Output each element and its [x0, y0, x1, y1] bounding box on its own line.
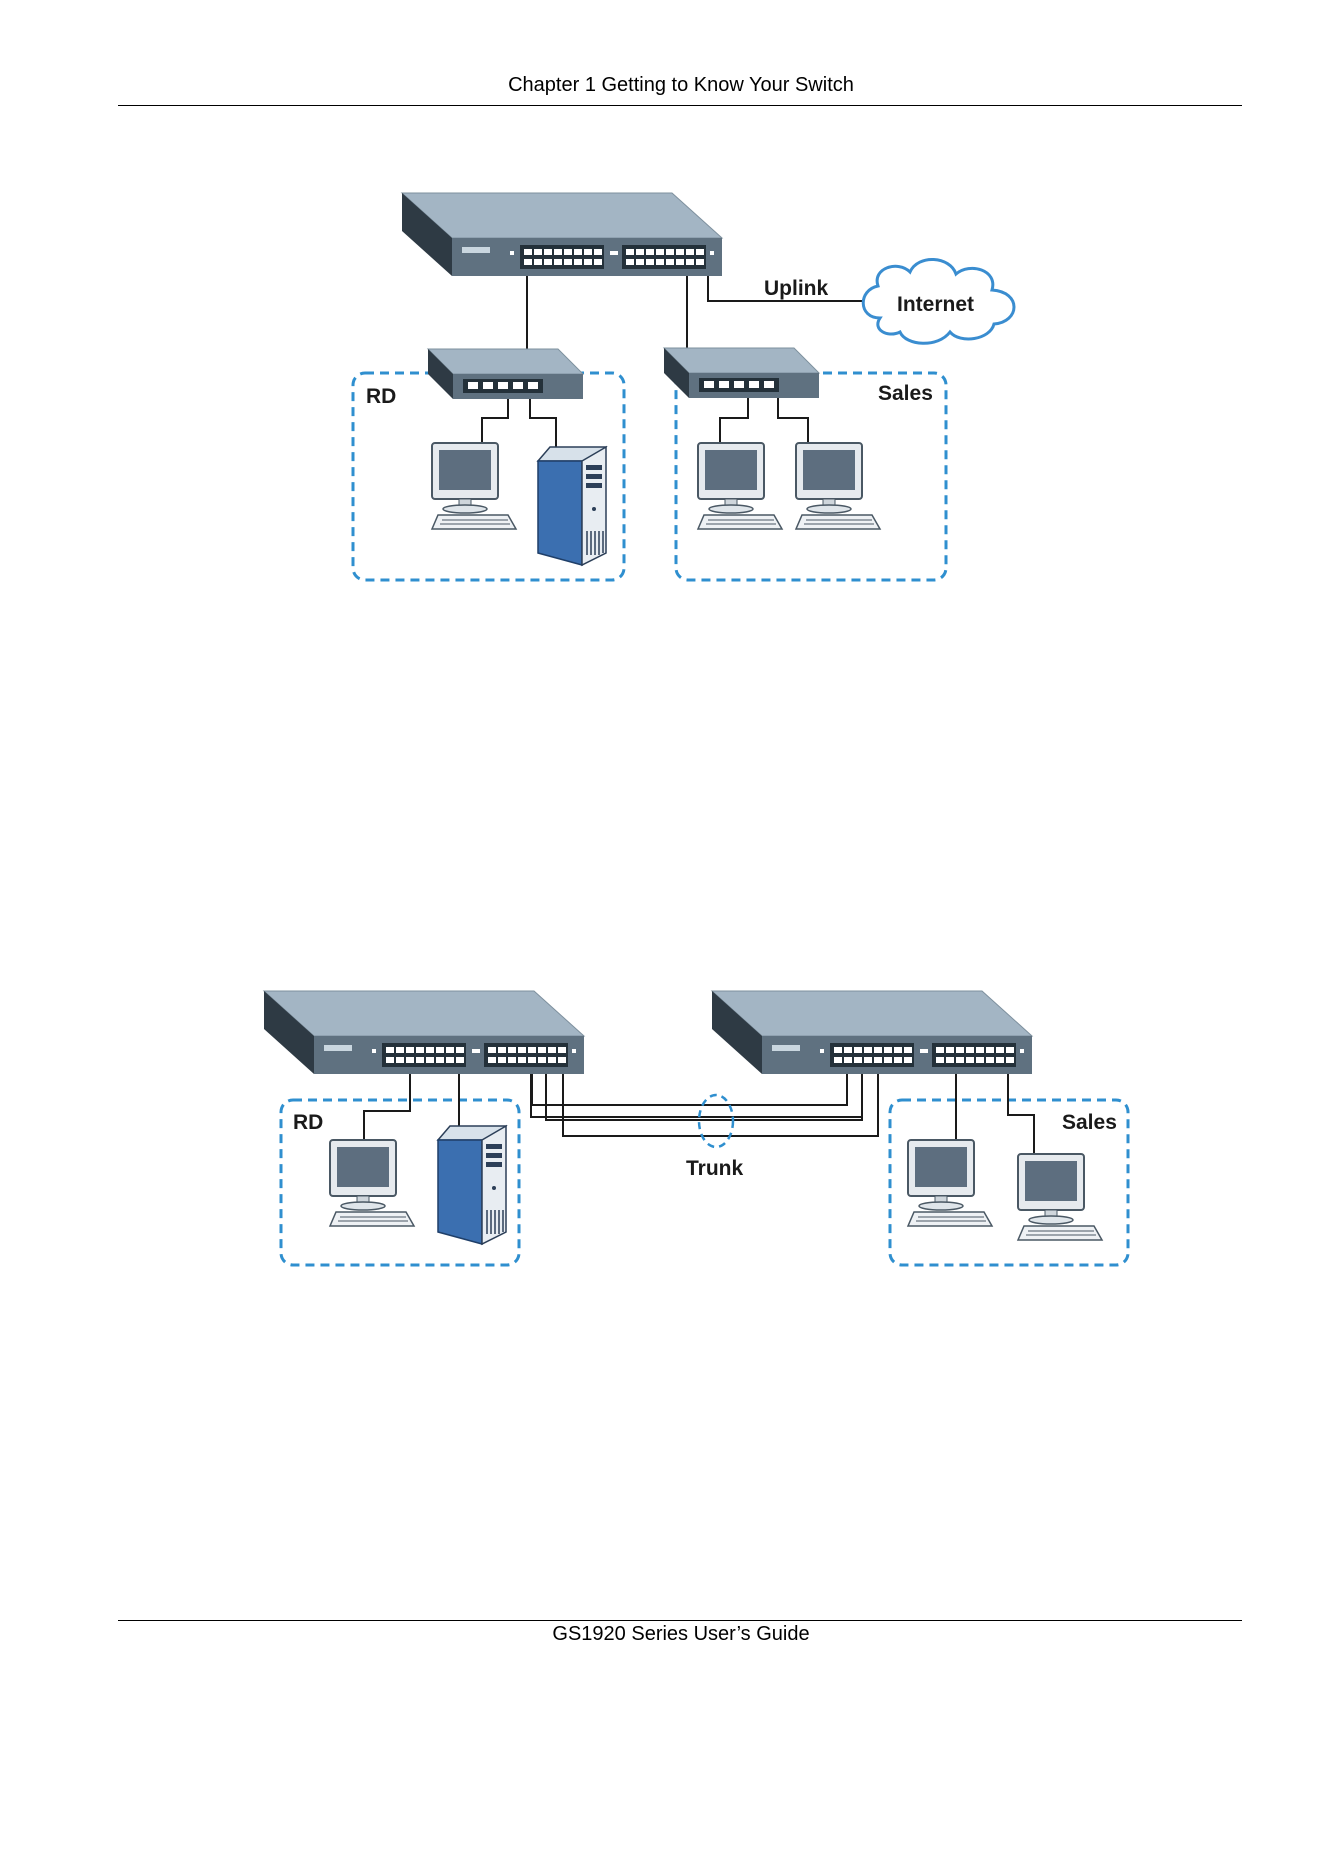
rd-switch-icon	[428, 349, 583, 399]
switch-b-icon	[712, 991, 1032, 1074]
sales-computer-icon	[796, 443, 880, 529]
figure-trunk-diagram: Trunk RD Sales	[264, 991, 1128, 1265]
page-footer: GS1920 Series User’s Guide	[0, 1623, 1324, 1646]
trunk-label: Trunk	[686, 1157, 743, 1180]
switch-a-icon	[264, 991, 584, 1074]
sales-computer-icon	[698, 443, 782, 529]
figure-uplink-diagram: Uplink Internet RD Sales	[353, 193, 1014, 580]
rd-computer-icon	[330, 1140, 414, 1226]
rd-server-icon	[438, 1126, 506, 1244]
core-switch-icon	[402, 193, 722, 276]
sales-group-label: Sales	[878, 382, 933, 405]
footer-rule	[118, 1620, 1242, 1621]
sales-computer-icon	[1018, 1154, 1102, 1240]
rd-group-label: RD	[293, 1111, 323, 1134]
sales-switch-icon	[664, 348, 819, 398]
rd-group-label: RD	[366, 385, 396, 408]
internet-label: Internet	[897, 293, 974, 316]
sales-group-label: Sales	[1062, 1111, 1117, 1134]
sales-computer-icon	[908, 1140, 992, 1226]
rd-server-icon	[538, 447, 606, 565]
uplink-label: Uplink	[764, 277, 828, 300]
rd-computer-icon	[432, 443, 516, 529]
